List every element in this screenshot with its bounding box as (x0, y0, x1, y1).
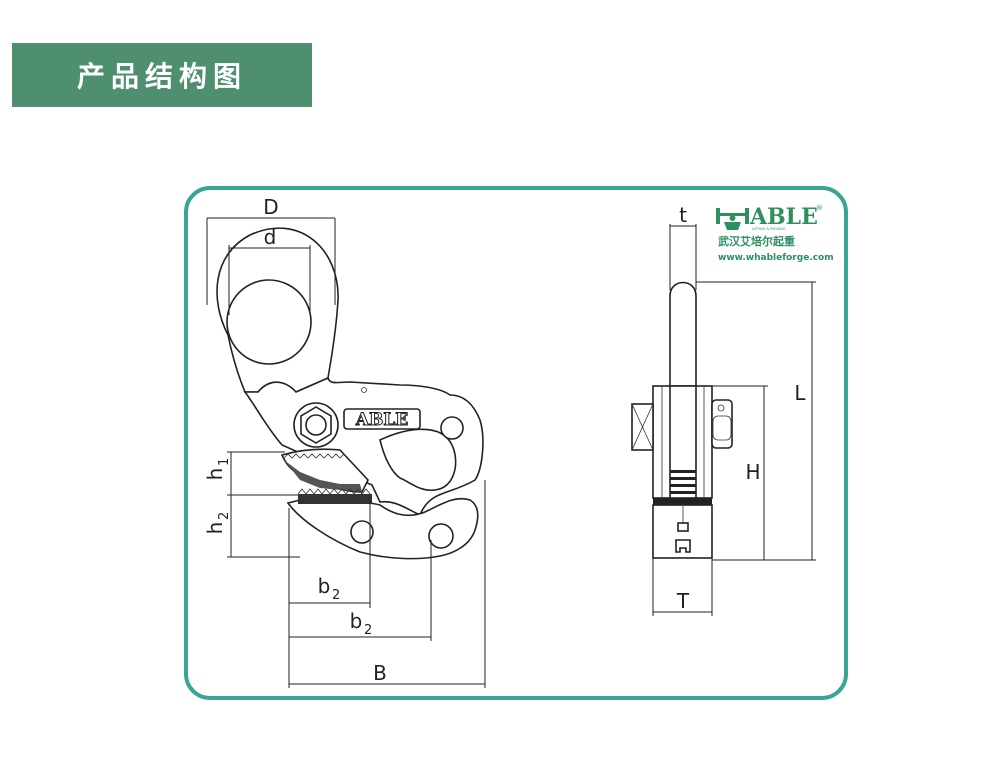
side-dimensions: t L H T (652, 203, 816, 616)
logo-registered: ® (816, 204, 823, 212)
dimension-h1-sub: 1 (217, 458, 232, 466)
dimension-b2-inner-sub: 2 (332, 588, 340, 603)
dimension-L: L (794, 381, 806, 405)
able-logo: ABLE ® LIFTING & RIGGING 武汉艾培尔起重 www.wha… (716, 204, 834, 263)
upper-teeth (283, 453, 362, 492)
dimension-T: T (676, 589, 690, 613)
dimension-t: t (679, 203, 687, 227)
logo-chinese-name: 武汉艾培尔起重 (718, 234, 795, 248)
title-banner: 产品结构图 (12, 43, 312, 107)
front-dimensions: D d h 1 h 2 b 2 b 2 B (203, 195, 486, 688)
dimension-h2: h (203, 522, 227, 535)
dimension-h1: h (203, 468, 227, 481)
dimension-H: H (745, 460, 760, 484)
dimension-b2-outer: b (350, 609, 363, 633)
clamp-front-view: ABLE (216, 227, 484, 560)
clamp-side-view (631, 281, 733, 559)
clamp-body-marking: ABLE (355, 410, 409, 430)
dimension-b2-inner: b (318, 574, 331, 598)
dimension-B: B (373, 661, 387, 685)
logo-brand: ABLE (749, 204, 818, 230)
page-title: 产品结构图 (76, 60, 247, 93)
logo-tagline: LIFTING & RIGGING (752, 227, 786, 231)
dimension-b2-outer-sub: 2 (364, 623, 372, 638)
dimension-d: d (264, 225, 277, 249)
logo-url: www.whableforge.com (718, 253, 834, 263)
dimension-h2-sub: 2 (217, 512, 232, 520)
weightlifter-icon (716, 208, 749, 230)
dimension-D: D (263, 195, 278, 219)
